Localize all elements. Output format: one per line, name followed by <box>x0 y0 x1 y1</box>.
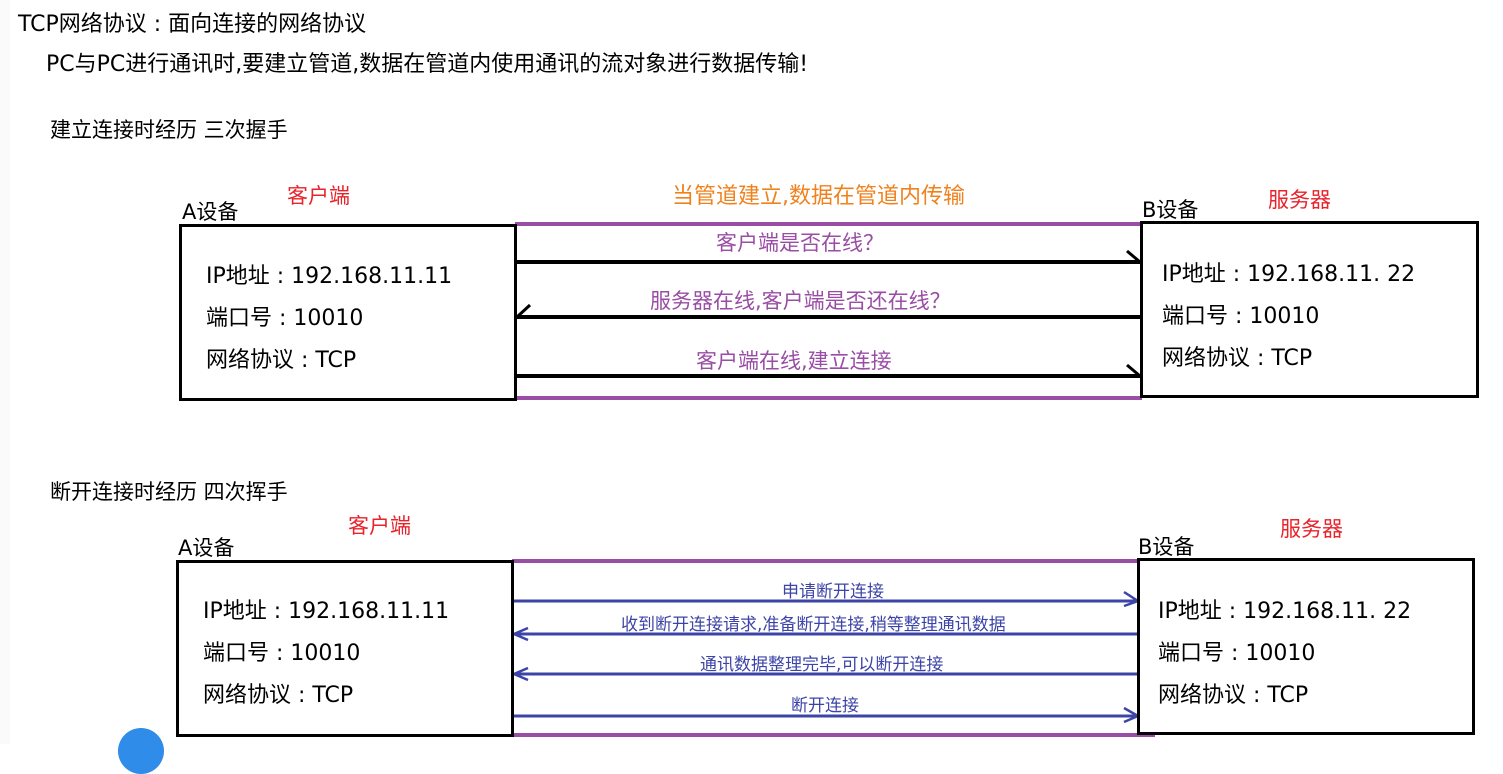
server-protocol: 网络协议 : TCP <box>1158 683 1309 708</box>
wave-server-label: B设备 <box>1138 535 1195 559</box>
wave-message-4: 断开连接 <box>791 696 859 716</box>
wave-message-1: 申请断开连接 <box>782 582 884 602</box>
wave-arrow-3-head <box>510 666 529 682</box>
wave-arrow-2-head <box>510 626 529 642</box>
handshake-server-box: IP地址 : 192.168.11. 22 端口号 : 10010 网络协议 :… <box>1140 221 1479 398</box>
handshake-heading: 建立连接时经历 三次握手 <box>50 118 288 142</box>
wave-client-box: IP地址 : 192.168.11.11 端口号 : 10010 网络协议 : … <box>176 560 514 737</box>
handshake-server-role: 服务器 <box>1268 188 1331 212</box>
wave-message-3: 通讯数据整理完毕,可以断开连接 <box>700 655 944 675</box>
handshake-client-role: 客户端 <box>287 184 350 208</box>
wave-heading: 断开连接时经历 四次挥手 <box>50 480 288 504</box>
page-subtitle: PC与PC进行通讯时,要建立管道,数据在管道内使用通讯的流对象进行数据传输! <box>46 52 809 77</box>
wave-arrow-1-head <box>1123 590 1141 608</box>
left-edge-strip <box>0 0 10 744</box>
floating-assistant-button[interactable] <box>118 728 164 774</box>
server-protocol: 网络协议 : TCP <box>1162 346 1313 371</box>
handshake-client-box: IP地址 : 192.168.11.11 端口号 : 10010 网络协议 : … <box>179 224 517 401</box>
client-ip: IP地址 : 192.168.11.11 <box>206 264 453 289</box>
client-port: 端口号 : 10010 <box>203 641 361 666</box>
wave-server-box: IP地址 : 192.168.11. 22 端口号 : 10010 网络协议 :… <box>1137 558 1475 735</box>
client-ip: IP地址 : 192.168.11.11 <box>203 599 450 624</box>
client-protocol: 网络协议 : TCP <box>206 348 357 373</box>
client-protocol: 网络协议 : TCP <box>203 683 354 708</box>
wave-server-role: 服务器 <box>1280 517 1343 541</box>
server-ip: IP地址 : 192.168.11. 22 <box>1158 599 1412 624</box>
handshake-arrow-3-head <box>1126 363 1141 378</box>
wave-message-2: 收到断开连接请求,准备断开连接,稍等整理通讯数据 <box>621 615 1006 635</box>
server-ip: IP地址 : 192.168.11. 22 <box>1162 262 1416 287</box>
connection-diagram <box>510 222 1155 737</box>
wave-client-role: 客户端 <box>348 514 411 538</box>
handshake-message-1: 客户端是否在线？ <box>716 231 884 255</box>
handshake-arrow-1-head <box>1126 249 1141 264</box>
handshake-message-2: 服务器在线,客户端是否还在线？ <box>650 289 951 313</box>
server-port: 端口号 : 10010 <box>1162 304 1320 329</box>
server-port: 端口号 : 10010 <box>1158 641 1316 666</box>
handshake-message-3: 客户端在线,建立连接 <box>696 349 892 373</box>
wave-client-label: A设备 <box>178 536 235 560</box>
pipe-caption: 当管道建立,数据在管道内传输 <box>672 184 965 209</box>
handshake-client-label: A设备 <box>182 200 239 224</box>
handshake-arrow-2-head <box>515 303 532 319</box>
client-port: 端口号 : 10010 <box>206 306 364 331</box>
page-title: TCP网络协议 : 面向连接的网络协议 <box>18 12 367 37</box>
handshake-server-label: B设备 <box>1142 198 1199 222</box>
